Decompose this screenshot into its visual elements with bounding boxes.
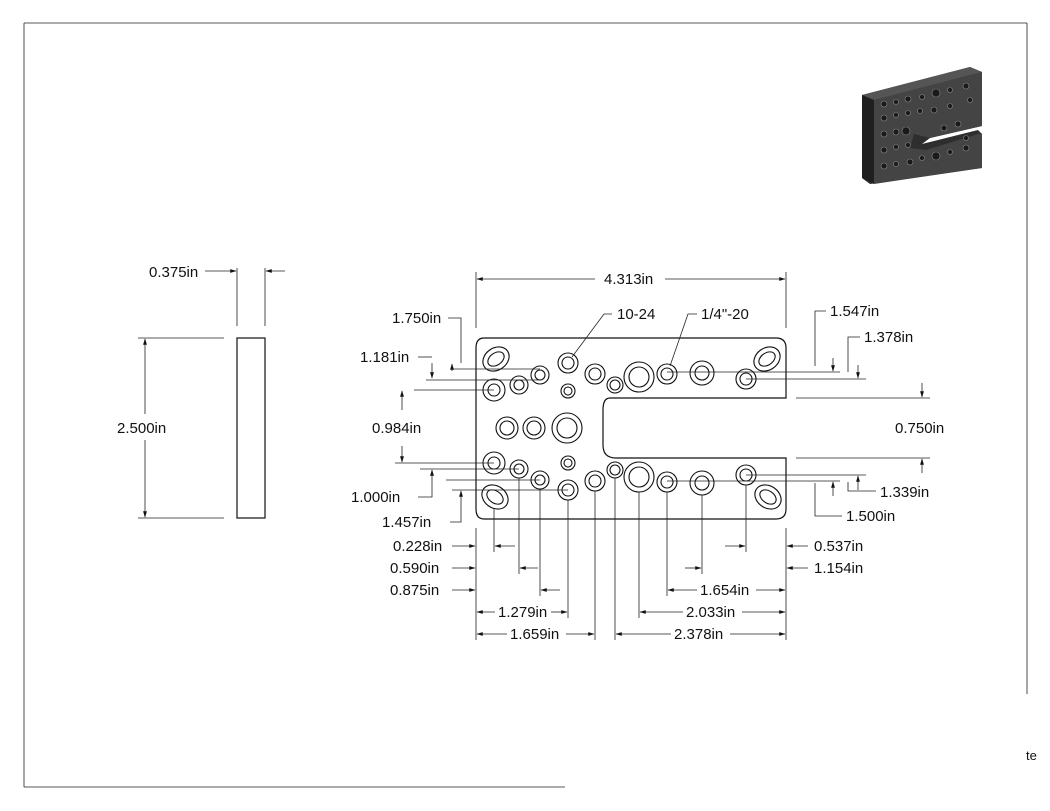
dim-bottom-1279: 1.279in [498, 604, 547, 621]
dim-overall-width: 4.313in [604, 271, 653, 288]
dim-bottom-1154: 1.154in [814, 560, 863, 577]
callout-10-24: 10-24 [617, 306, 655, 323]
dim-right-1378: 1.378in [864, 329, 913, 346]
dim-bottom-0537: 0.537in [814, 538, 863, 555]
top-view: 4.313in 10-24 1/4"-20 1.750in 1.181in 0.… [351, 271, 944, 643]
dim-height: 2.500in [117, 420, 166, 437]
plate-outline [475, 337, 787, 520]
slot-holes [481, 346, 782, 510]
dim-thickness: 0.375in [149, 264, 198, 281]
round-holes [482, 352, 757, 501]
sheet-border [23, 22, 1028, 788]
dim-bottom-0228: 0.228in [393, 538, 442, 555]
dim-left-1181: 1.181in [360, 349, 409, 366]
dim-right-1339: 1.339in [880, 484, 929, 501]
dim-left-0984: 0.984in [372, 420, 421, 437]
side-view-body [236, 337, 266, 519]
side-view: 0.375in 2.500in [117, 264, 285, 519]
dim-bottom-0875: 0.875in [390, 582, 439, 599]
dim-bottom-2378: 2.378in [674, 626, 723, 643]
isometric-view [862, 67, 982, 184]
dim-bottom-0590: 0.590in [390, 560, 439, 577]
corner-text: te [1026, 748, 1037, 763]
dim-right-1547: 1.547in [830, 303, 879, 320]
dim-bottom-1659: 1.659in [510, 626, 559, 643]
dim-left-1457: 1.457in [382, 514, 431, 531]
callout-quarter-20: 1/4"-20 [701, 306, 749, 323]
dim-right-0750: 0.750in [895, 420, 944, 437]
dim-bottom-2033: 2.033in [686, 604, 735, 621]
dim-left-1000: 1.000in [351, 489, 400, 506]
dim-left-1750: 1.750in [392, 310, 441, 327]
dim-right-1500: 1.500in [846, 508, 895, 525]
dim-bottom-1654: 1.654in [700, 582, 749, 599]
